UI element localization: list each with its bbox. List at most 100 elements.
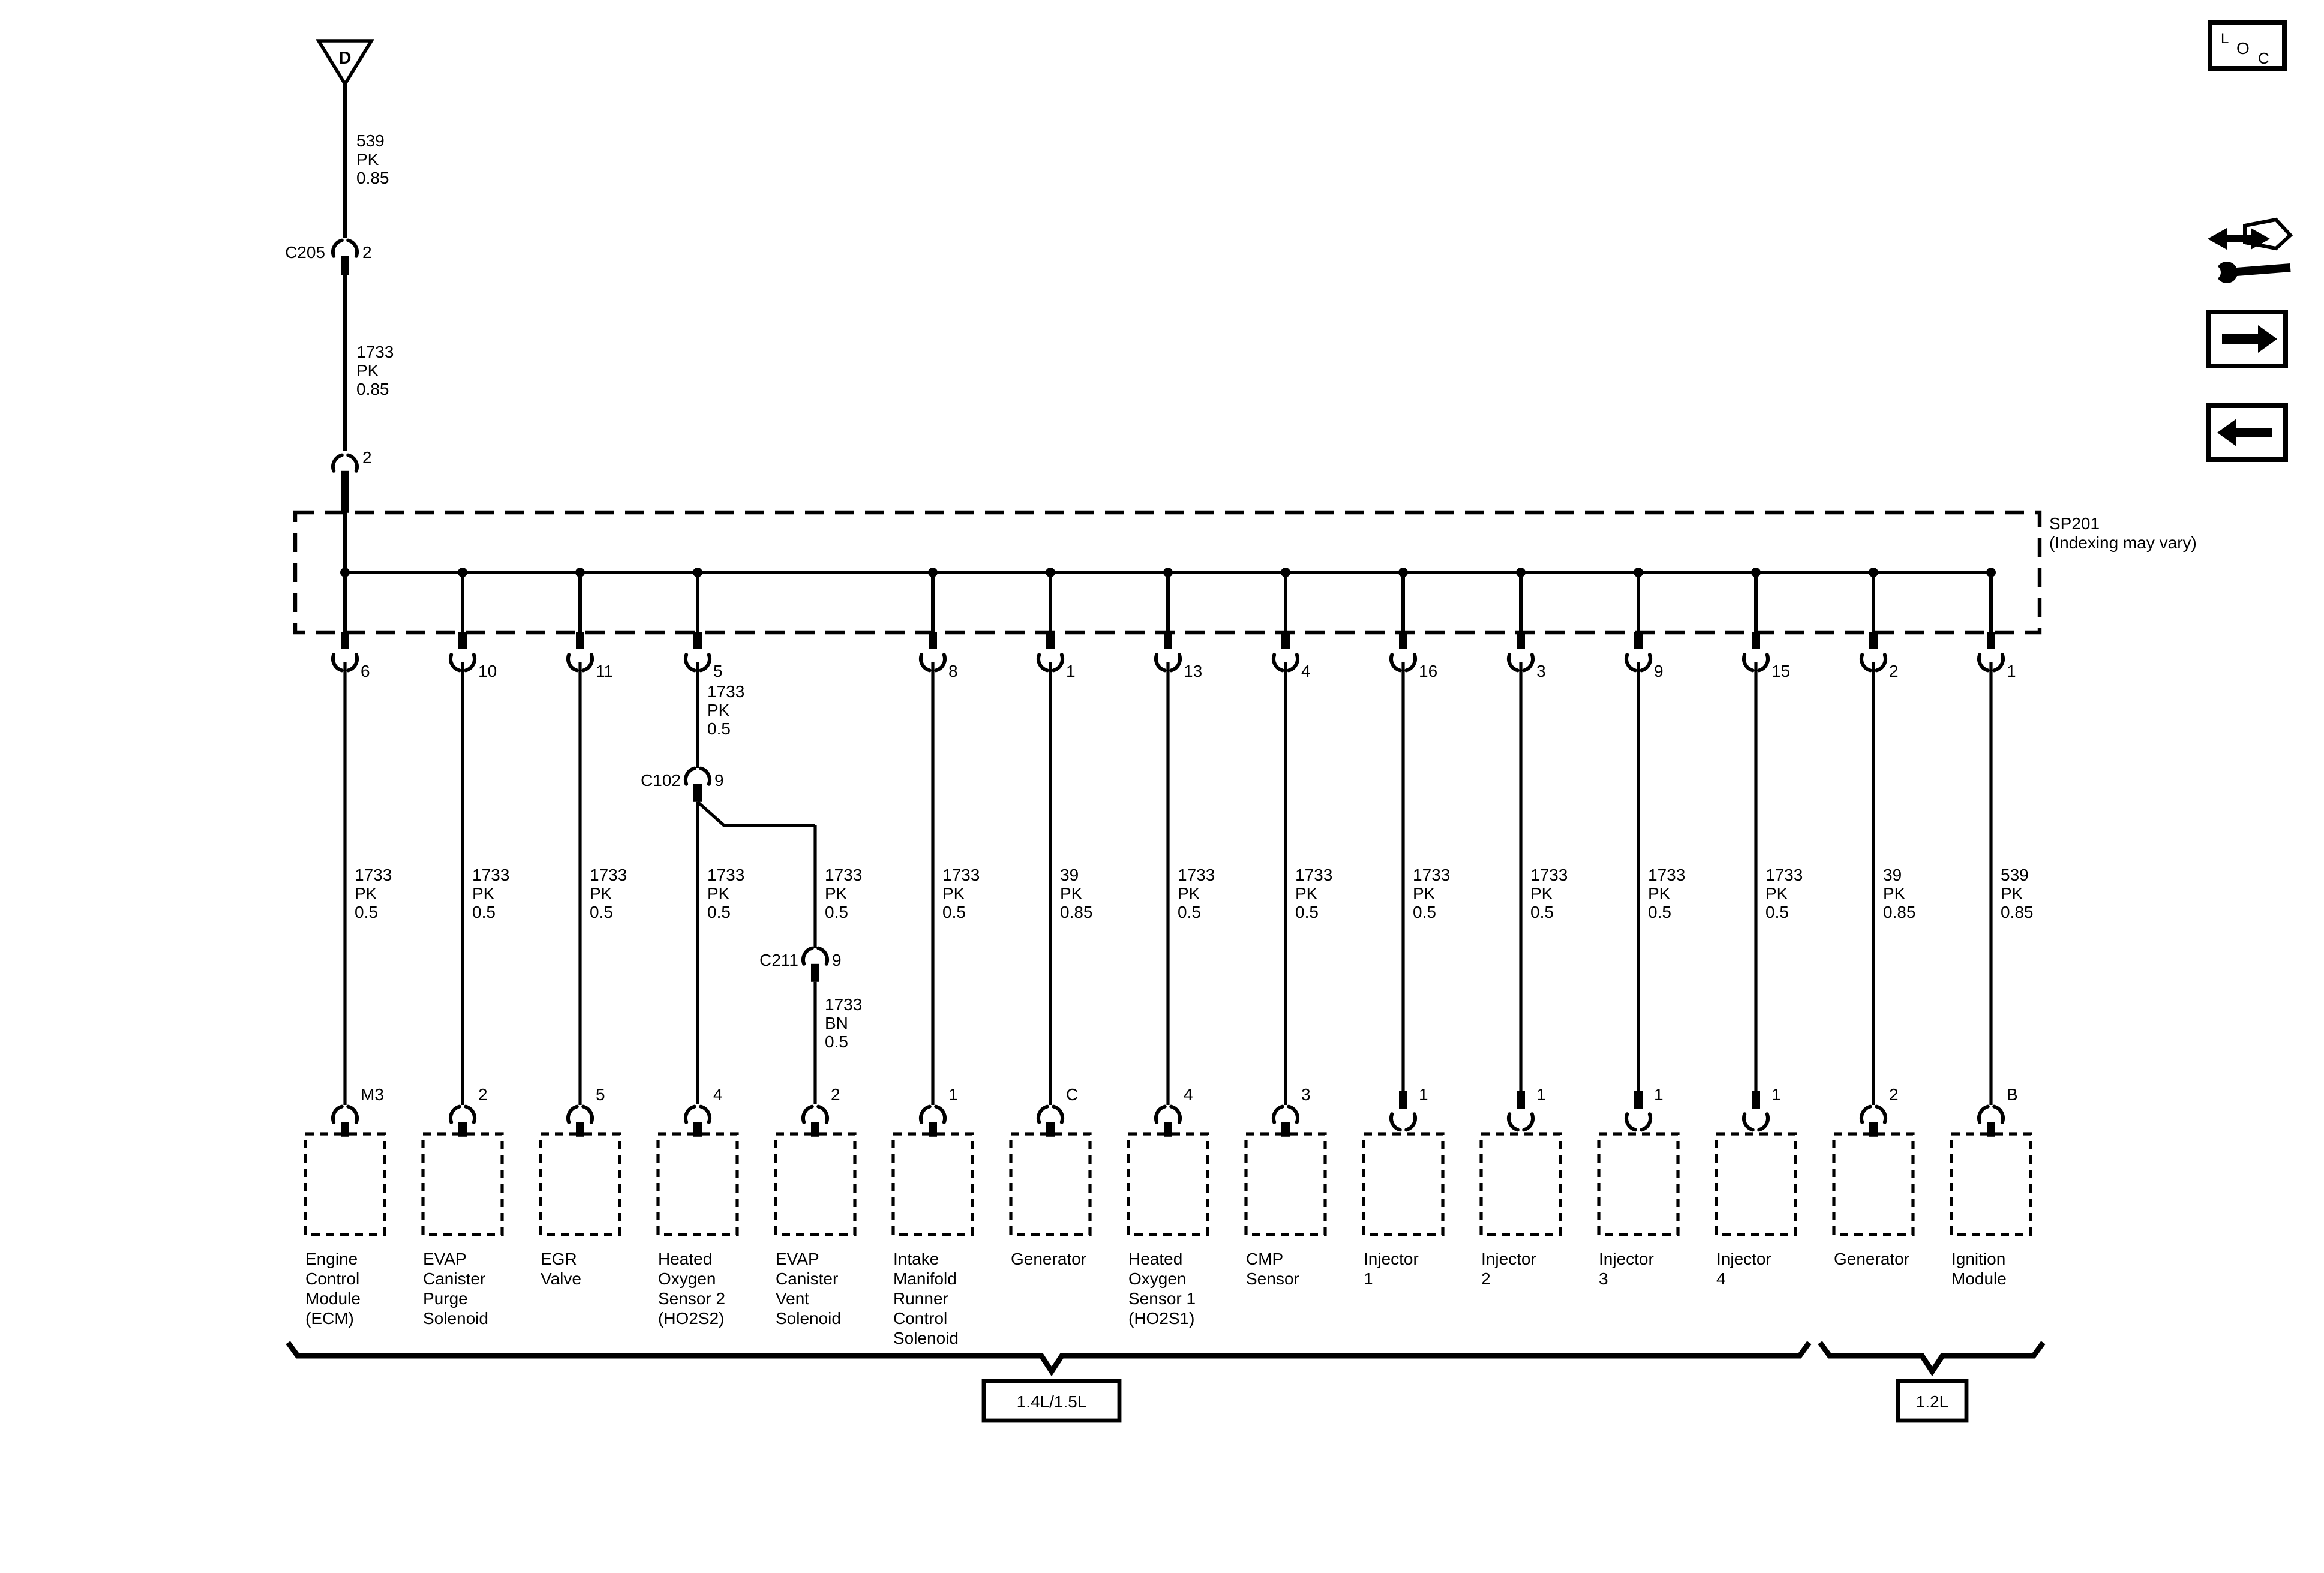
feed-wire-lower-gauge: 0.85 (356, 380, 389, 398)
splice-exit-socket-icon (1052, 653, 1065, 673)
device-pin-number: 3 (1301, 1085, 1311, 1104)
device-name-label: Generator (1834, 1250, 1909, 1268)
device-socket-icon (1052, 1104, 1065, 1124)
device-socket-icon (464, 1104, 477, 1124)
loc-button[interactable]: L O C (2208, 20, 2287, 71)
wire-circuit-label: 39 (1060, 866, 1079, 884)
device-pin-number: 1 (1536, 1085, 1546, 1104)
device-box-15[interactable] (1950, 1132, 2032, 1236)
connector-c211-label[interactable]: C211 (759, 951, 798, 969)
columns-layer: 61733PK0.5M3EngineControlModule(ECM)1017… (304, 568, 2034, 1347)
device-name-label: Control (305, 1269, 359, 1288)
device-name-label: Injector (1364, 1250, 1419, 1268)
next-page-button-frame[interactable] (2206, 310, 2288, 368)
next-page-button[interactable] (2206, 310, 2288, 368)
device-name-label: EVAP (423, 1250, 467, 1268)
device-box-8[interactable] (1127, 1132, 1209, 1236)
device-box-14[interactable] (1832, 1132, 1915, 1236)
wire-circuit-label: 1733 (1530, 866, 1568, 884)
bus-pin-number: 5 (713, 662, 723, 680)
connector-c102-label[interactable]: C102 (641, 771, 681, 789)
previous-page-button[interactable] (2206, 403, 2288, 462)
device-socket-icon (566, 1104, 579, 1124)
device-box-2[interactable] (421, 1132, 504, 1236)
left-arrow-head-icon (2217, 419, 2236, 446)
device-box-10[interactable] (1362, 1132, 1445, 1236)
connector-c205-label[interactable]: C205 (285, 243, 325, 262)
wire-color-label: PK (942, 884, 965, 903)
wire-color-label: PK (472, 884, 495, 903)
device-socket-icon (581, 1104, 594, 1124)
device-name-label: Ignition (1951, 1250, 2005, 1268)
device-box-6[interactable] (891, 1132, 974, 1236)
device-box-7[interactable] (1009, 1132, 1092, 1236)
device-socket-icon (1271, 1104, 1284, 1124)
group-label-1.2L: 1.2L (1916, 1392, 1949, 1411)
column-6-branch: 81733PK0.51IntakeManifoldRunnerControlSo… (891, 568, 980, 1347)
c102-pin-number: 9 (714, 771, 724, 789)
device-box-12[interactable] (1597, 1132, 1680, 1236)
device-box-1[interactable] (304, 1132, 386, 1236)
splice-exit-socket-icon (1522, 653, 1535, 673)
splice-exit-pin-icon (1752, 632, 1760, 649)
device-name-label: Sensor (1246, 1269, 1299, 1288)
splice-exit-socket-icon (448, 653, 461, 673)
splice-id-label[interactable]: SP201 (2049, 514, 2100, 533)
device-socket-icon (934, 1104, 947, 1124)
double-arrow-right-head-icon (2251, 228, 2270, 250)
device-pin-icon (1281, 1122, 1290, 1137)
c211-pin-icon (811, 963, 819, 982)
device-socket-icon (1977, 1104, 1990, 1124)
device-pin-number: 2 (1889, 1085, 1899, 1104)
device-socket-icon (918, 1104, 932, 1124)
wire-color-label: PK (1295, 884, 1318, 903)
device-box-13[interactable] (1715, 1132, 1797, 1236)
splice-exit-socket-icon (1169, 653, 1182, 673)
device-name-label: Canister (423, 1269, 485, 1288)
device-pin-number: 1 (948, 1085, 958, 1104)
device-pin-icon (1399, 1091, 1407, 1109)
power-source-tag: D (339, 49, 352, 68)
engine-group-annotations: 1.4L/1.5L 1.2L (286, 1341, 2046, 1423)
wire-color-label: PK (1530, 884, 1553, 903)
splice-exit-socket-icon (934, 653, 947, 673)
wire-circuit-label: 1733 (707, 866, 744, 884)
wiring-tools-icon[interactable] (2206, 217, 2293, 283)
device-pin-icon (1634, 1091, 1643, 1109)
wire-circuit-label: 539 (2001, 866, 2029, 884)
c211-socket-icon (816, 946, 830, 966)
power-source-triangle-icon[interactable] (316, 39, 374, 88)
c102-socket-icon (683, 766, 696, 786)
wire-color-label: PK (1178, 884, 1200, 903)
loc-button-frame[interactable] (2208, 20, 2287, 71)
splice-exit-pin-icon (1281, 632, 1290, 649)
device-box-4[interactable] (656, 1132, 739, 1236)
device-name-label: Sensor 1 (1128, 1289, 1196, 1308)
splice-exit-pin-icon (1634, 632, 1643, 649)
wire-color-label: PK (1060, 884, 1083, 903)
device-name-label: Injector (1716, 1250, 1771, 1268)
device-socket-icon (1036, 1104, 1049, 1124)
splice-exit-socket-icon (1624, 653, 1637, 673)
wire-color-label: PK (1765, 884, 1788, 903)
wire-gauge-label: 0.85 (1060, 903, 1093, 921)
splice-exit-socket-icon (1757, 653, 1770, 673)
wire-gauge-label: 0.5 (590, 903, 613, 921)
splice-exit-pin-icon (1046, 632, 1055, 649)
device-pin-icon (341, 1122, 349, 1137)
splice-exit-pin-icon (458, 632, 467, 649)
device-box-5[interactable] (774, 1132, 857, 1236)
bus-pin-number: 2 (1889, 662, 1899, 680)
device-name-label: Heated (1128, 1250, 1182, 1268)
wire-circuit-label: 1733 (707, 682, 744, 701)
device-box-9[interactable] (1244, 1132, 1327, 1236)
device-pin-icon (929, 1122, 937, 1137)
device-box-3[interactable] (539, 1132, 621, 1236)
bus-pin-number: 11 (596, 662, 613, 680)
device-box-11[interactable] (1479, 1132, 1562, 1236)
